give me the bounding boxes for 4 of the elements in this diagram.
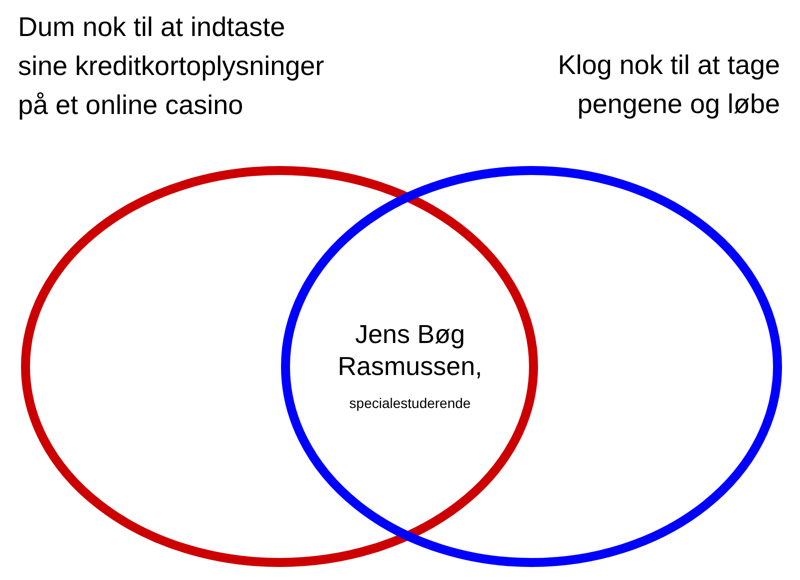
intersection-caption: specialestuderende: [348, 394, 472, 412]
set-label: Klog nok til at tage pengene og løbe: [556, 49, 780, 121]
set-label: Dum nok til at indtaste sine kreditkortoplysninger på et online casino: [18, 11, 326, 122]
intersection-name: Jens Bøg Rasmussen,: [336, 318, 484, 382]
